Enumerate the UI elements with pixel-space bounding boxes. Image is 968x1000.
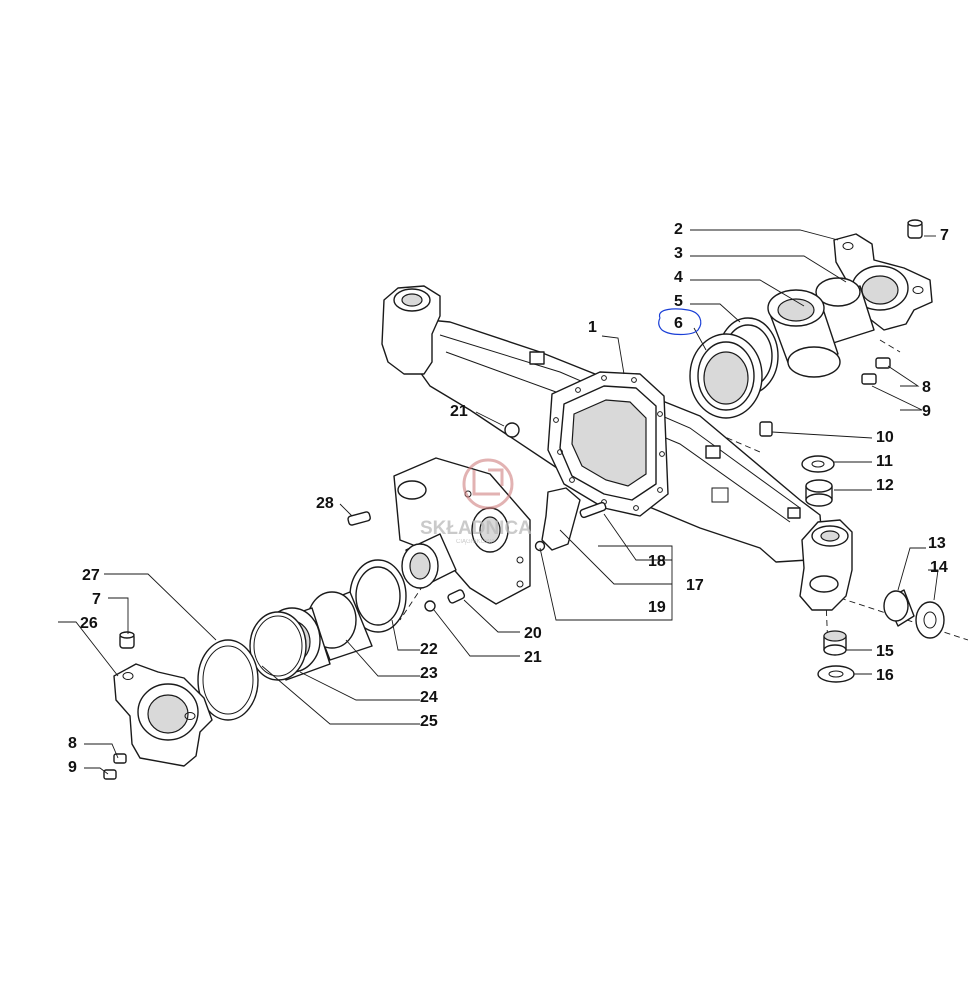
callout-8-left: 8 — [68, 735, 77, 752]
rear-support-bracket — [103, 631, 213, 780]
plug-10 — [759, 421, 773, 437]
bushing-set-right — [767, 277, 875, 378]
callout-9-right: 9 — [922, 403, 931, 420]
callout-9-left: 9 — [68, 759, 77, 776]
callout-5: 5 — [674, 293, 683, 310]
callout-2: 2 — [674, 221, 683, 238]
watermark-text: SKŁADNICA — [420, 518, 532, 539]
kingpin-parts — [801, 455, 945, 683]
watermark-subtext: CIĄGNIKOWA — [456, 539, 495, 545]
leader-lines — [58, 229, 939, 775]
callout-10: 10 — [876, 429, 894, 446]
callout-21-top: 21 — [450, 403, 468, 420]
callout-16: 16 — [876, 667, 894, 684]
seal-rings-right — [689, 317, 779, 419]
callout-7-right: 7 — [940, 227, 949, 244]
callout-17: 17 — [686, 577, 704, 594]
callout-11: 11 — [876, 453, 893, 470]
callout-26: 26 — [80, 615, 98, 632]
callout-14: 14 — [930, 559, 948, 576]
callout-6: 6 — [674, 315, 683, 332]
callout-7-left: 7 — [92, 591, 101, 608]
callout-19: 19 — [648, 599, 666, 616]
flange-bolt-holes — [553, 375, 665, 511]
center-cover-parts — [424, 422, 607, 612]
callout-8-right: 8 — [922, 379, 931, 396]
callout-28: 28 — [316, 495, 334, 512]
axle-housing — [381, 285, 853, 611]
callout-21-bottom: 21 — [524, 649, 542, 666]
callout-1: 1 — [588, 319, 597, 336]
callout-25: 25 — [420, 713, 438, 730]
callout-22: 22 — [420, 641, 438, 658]
callout-20: 20 — [524, 625, 542, 642]
callout-27: 27 — [82, 567, 100, 584]
callout-18: 18 — [648, 553, 666, 570]
callout-4: 4 — [674, 269, 683, 286]
callout-labels: 1 2 3 4 5 6 7 8 9 10 11 12 13 14 15 16 1… — [68, 221, 949, 776]
watermark — [462, 458, 514, 510]
bushing-set-left — [197, 559, 407, 721]
callout-12: 12 — [876, 477, 894, 494]
callout-23: 23 — [420, 665, 438, 682]
callout-3: 3 — [674, 245, 683, 262]
callout-15: 15 — [876, 643, 894, 660]
callout-13: 13 — [928, 535, 946, 552]
grease-nipples-right — [861, 357, 891, 385]
highlight-mark-part-6 — [658, 308, 702, 336]
callout-24: 24 — [420, 689, 438, 706]
